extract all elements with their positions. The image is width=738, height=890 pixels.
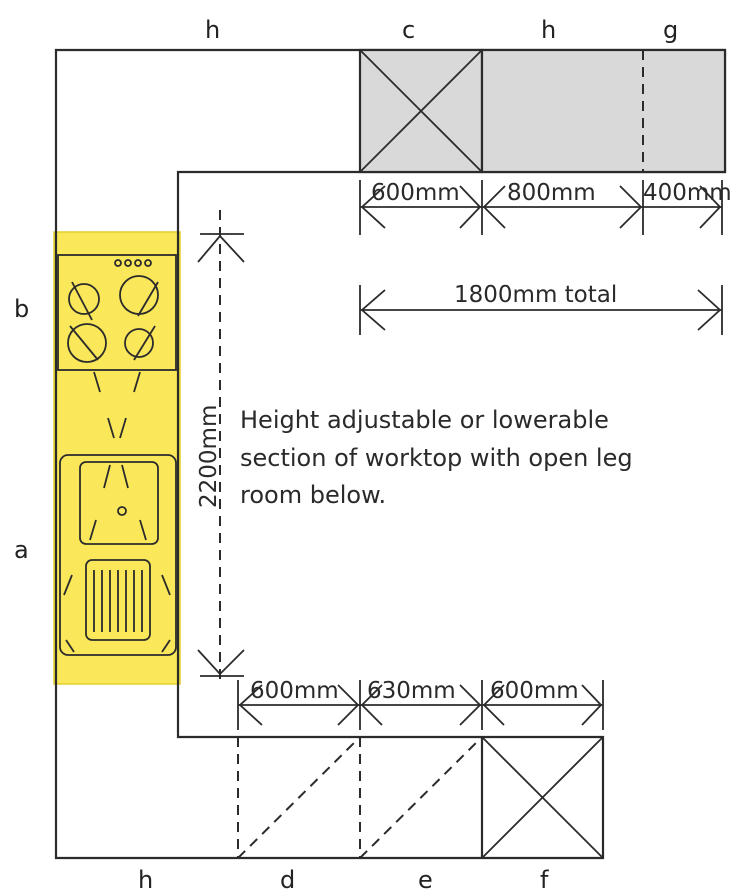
- label-left-a: a: [14, 536, 29, 564]
- unit-d-dashed-diagonal: [237, 736, 361, 859]
- unit-h-g-top: [480, 48, 727, 174]
- dim-vertical: 2200mm: [196, 405, 222, 508]
- unit-e-dashed-diagonal: [359, 736, 483, 859]
- label-bottom-h: h: [138, 866, 153, 890]
- dim-bottom-600b: 600mm: [490, 678, 579, 704]
- label-bottom-d: d: [280, 866, 295, 890]
- highlighted-worktop-section: [53, 231, 181, 685]
- top-dimension-lines: [359, 180, 723, 335]
- dim-top-400: 400mm: [643, 180, 732, 206]
- dim-bottom-600a: 600mm: [250, 678, 339, 704]
- dim-top-600: 600mm: [371, 180, 460, 206]
- label-bottom-e: e: [418, 866, 433, 890]
- label-top-g: g: [663, 16, 678, 44]
- dim-top-800: 800mm: [507, 180, 596, 206]
- label-top-h2: h: [541, 16, 556, 44]
- label-left-b: b: [14, 295, 29, 323]
- unit-f-cross-2: [481, 736, 604, 859]
- dim-bottom-630: 630mm: [367, 678, 456, 704]
- note-line-1: Height adjustable or lowerable: [240, 406, 609, 434]
- sink-icon: [59, 454, 177, 656]
- note-line-2: section of worktop with open leg: [240, 444, 633, 472]
- dim-total: 1800mm total: [454, 282, 617, 308]
- label-bottom-f: f: [540, 866, 549, 890]
- unit-c-cross-2: [359, 49, 483, 173]
- label-top-h: h: [205, 16, 220, 44]
- vertical-dimension-line: [197, 210, 245, 680]
- note-line-3: room below.: [240, 481, 386, 509]
- hob-icon: [57, 254, 177, 371]
- label-top-c: c: [402, 16, 415, 44]
- leg-room-marks: [93, 371, 141, 439]
- bottom-dimension-lines: [237, 680, 604, 730]
